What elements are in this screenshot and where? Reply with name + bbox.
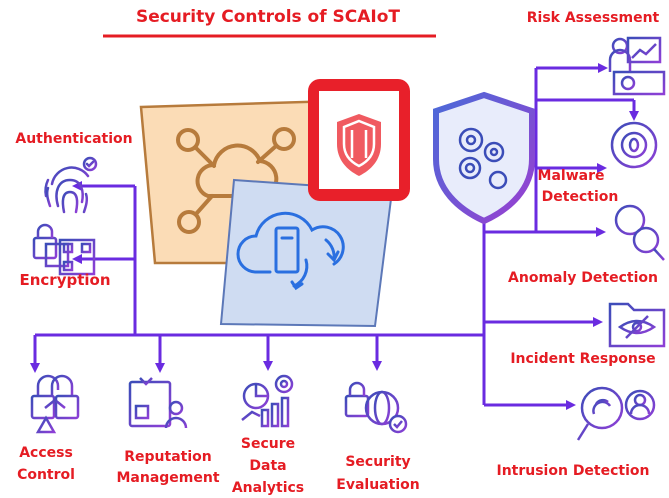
label-security-eval-line2: Evaluation bbox=[336, 477, 419, 493]
label-malware-line1: Malware bbox=[538, 168, 605, 184]
label-analytics-line2: Data bbox=[249, 458, 286, 474]
connector-lines bbox=[30, 63, 639, 410]
incident-folder-icon bbox=[608, 302, 666, 348]
label-reputation-line2: Management bbox=[116, 470, 219, 486]
label-security-eval-line1: Security bbox=[345, 454, 410, 470]
access-control-lock-icon bbox=[30, 374, 80, 434]
label-encryption: Encryption bbox=[19, 271, 110, 289]
label-incident-response: Incident Response bbox=[510, 351, 655, 367]
malware-target-icon bbox=[606, 117, 662, 173]
label-access-control-line1: Access bbox=[19, 445, 73, 461]
label-reputation-line1: Reputation bbox=[124, 449, 211, 465]
label-access-control-line2: Control bbox=[17, 467, 75, 483]
shield-tile-icon bbox=[337, 114, 381, 176]
fingerprint-icon bbox=[44, 156, 98, 216]
reputation-management-icon bbox=[128, 377, 188, 429]
security-evaluation-icon bbox=[344, 381, 408, 434]
encryption-lock-qr-icon bbox=[32, 223, 96, 276]
label-authentication: Authentication bbox=[15, 131, 132, 147]
data-analytics-icon bbox=[241, 374, 298, 428]
risk-assessment-icon bbox=[608, 36, 666, 96]
label-anomaly-detection: Anomaly Detection bbox=[508, 270, 658, 286]
label-malware-line2: Detection bbox=[542, 189, 619, 205]
label-risk-assessment: Risk Assessment bbox=[527, 10, 660, 26]
cloud-server-sync-icon bbox=[236, 211, 345, 291]
gear-shield-icon bbox=[433, 91, 535, 225]
label-analytics-line1: Secure bbox=[241, 436, 295, 452]
diagram-title: Security Controls of SCAIoT bbox=[136, 7, 400, 27]
label-analytics-line3: Analytics bbox=[232, 480, 304, 496]
label-intrusion-detection: Intrusion Detection bbox=[496, 463, 649, 479]
shield-tile bbox=[308, 79, 410, 201]
cloud-server-panel bbox=[219, 178, 394, 328]
anomaly-search-icon bbox=[614, 204, 668, 261]
intrusion-detection-icon bbox=[576, 386, 656, 441]
